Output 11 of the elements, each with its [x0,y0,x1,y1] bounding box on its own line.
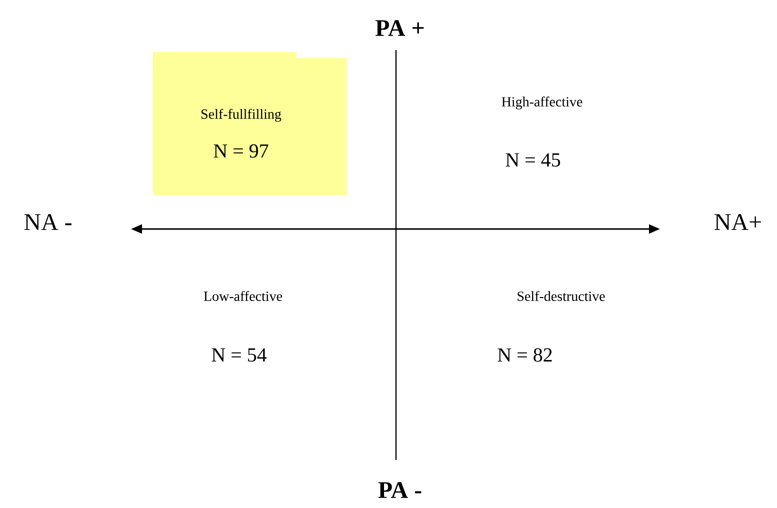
count-label: N = 45 [506,153,560,167]
quadrant-label: Low-affective [204,290,282,301]
quadrant-label: High-affective [502,96,582,110]
quadrant-box: Self-fullfilling N = 97 [153,52,347,195]
axis-label: PA - [378,482,422,498]
count-label: N = 82 [498,348,552,362]
axis-label: NA+ [714,214,761,230]
quadrant-label: Self-destructive [518,290,605,301]
axis-label: NA - [24,214,72,230]
count-label: N = 54 [212,348,267,362]
axis-label: PA + [375,20,424,36]
